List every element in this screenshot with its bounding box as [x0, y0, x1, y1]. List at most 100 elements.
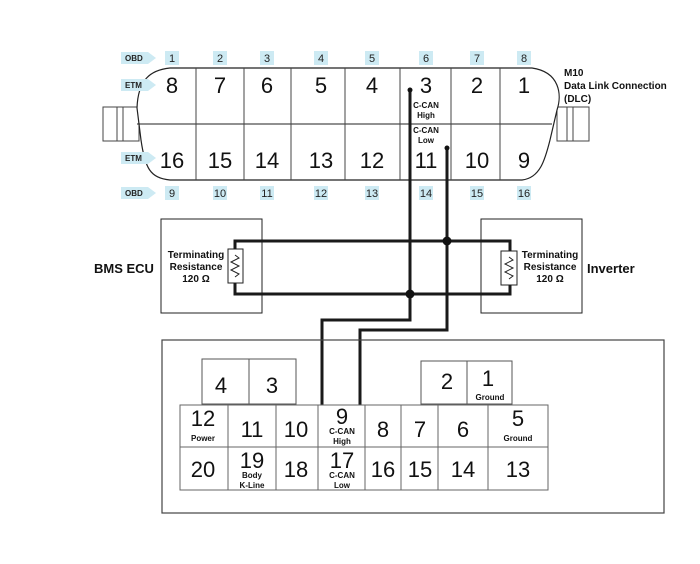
pin9-label: C-CAN — [329, 427, 355, 436]
obd-pin-number: 14 — [420, 188, 432, 200]
pin11-label: C-CAN — [413, 126, 439, 135]
connector2-frame — [161, 339, 665, 514]
conn2-pin-number: 6 — [457, 417, 469, 442]
conn2-pin-number: 1 — [482, 366, 494, 391]
conn2-pin-number: 9 — [336, 404, 348, 429]
dlc-pin3-dot — [407, 87, 413, 93]
connector2-top-left — [201, 358, 297, 405]
pin12-label: Power — [191, 434, 215, 443]
pin-tag-bg — [165, 186, 179, 200]
etm-pin-number: 8 — [166, 73, 178, 98]
obd-pin-number: 11 — [261, 188, 272, 200]
etm-tag-label: ETM — [125, 81, 142, 90]
conn2-pin-number: 18 — [284, 457, 308, 482]
pin-tag-bg — [470, 51, 484, 65]
conn2-pin-number: 8 — [377, 417, 389, 442]
dlc-connector — [102, 67, 590, 181]
resistor-icon — [500, 250, 518, 286]
obd-pin-number: 4 — [318, 53, 324, 65]
etm-arrow-top: ETM — [121, 79, 156, 91]
pin19-label: Body — [242, 471, 263, 480]
conn2-pin-number: 13 — [506, 457, 530, 482]
pin-tag-bg — [213, 186, 227, 200]
conn2-pin-number: 12 — [191, 406, 215, 431]
obd-tag-label: OBD — [125, 54, 143, 63]
bms-res-label: Resistance — [170, 262, 223, 273]
pin17-label: Low — [334, 481, 351, 490]
pin3-label: High — [417, 111, 435, 120]
conn2-pin-number: 20 — [191, 457, 215, 482]
obd-tag-label: OBD — [125, 189, 143, 198]
obd-pin-number: 9 — [169, 188, 175, 200]
pin-tag-bg — [365, 51, 379, 65]
dlc-left-latch — [102, 106, 140, 142]
dlc-title: (DLC) — [564, 94, 591, 105]
obd-pin-number: 8 — [521, 53, 527, 65]
pin-tag-bg — [517, 186, 531, 200]
dlc-pin11-dot — [444, 145, 450, 151]
etm-pin-number: 6 — [261, 73, 273, 98]
obd-pin-number: 5 — [369, 53, 375, 65]
obd-pin-number: 16 — [518, 188, 530, 200]
etm-pin-number: 15 — [208, 148, 232, 173]
inverter-res-label: Terminating — [522, 250, 578, 261]
bms-res-label: 120 Ω — [182, 274, 209, 285]
etm-tag-label: ETM — [125, 154, 142, 163]
pin-tag-bg — [470, 186, 484, 200]
etm-pin-number: 2 — [471, 73, 483, 98]
etm-pin-number: 14 — [255, 148, 279, 173]
wire-pin3-to-pin9 — [320, 90, 412, 440]
conn2-pin-number: 17 — [330, 448, 354, 473]
pin11-label: Low — [418, 136, 435, 145]
etm-pin-number: 10 — [465, 148, 489, 173]
etm-pin-number: 13 — [309, 148, 333, 173]
conn2-pin-number: 7 — [414, 417, 426, 442]
pin-tag-bg — [419, 51, 433, 65]
pin-tag-bg — [419, 186, 433, 200]
resistor-icon — [227, 248, 244, 284]
pin17-label: C-CAN — [329, 471, 355, 480]
junction-dot — [442, 236, 452, 246]
dlc-title: Data Link Connection — [564, 81, 667, 92]
etm-pin-number: 11 — [415, 148, 438, 173]
pin-tag-bg — [260, 51, 274, 65]
conn2-pin-number: 14 — [451, 457, 475, 482]
obd-arrow-top: OBD — [121, 52, 156, 64]
etm-pin-number: 7 — [214, 73, 226, 98]
etm-pin-number: 4 — [366, 73, 378, 98]
pin3-label: C-CAN — [413, 101, 439, 110]
conn2-pin-number: 2 — [441, 369, 453, 394]
conn2-pin-number: 19 — [240, 448, 264, 473]
inverter-label: Inverter — [587, 261, 635, 276]
conn2-pin-number: 5 — [512, 406, 524, 431]
bms-ecu-label: BMS ECU — [94, 261, 154, 276]
etm-pin-number: 12 — [360, 148, 384, 173]
bms-ecu-box — [160, 218, 263, 314]
pin-tag-bg — [165, 51, 179, 65]
pin5-label: Ground — [504, 434, 533, 443]
bms-res-label: Terminating — [168, 250, 224, 261]
conn2-pin-number: 4 — [215, 373, 227, 398]
connector2-main — [179, 404, 549, 491]
pin19-label: K-Line — [240, 481, 265, 490]
conn2-pin-number: 15 — [408, 457, 432, 482]
dlc-title: M10 — [564, 68, 584, 79]
etm-pin-number: 5 — [315, 73, 327, 98]
etm-arrow-bottom: ETM — [121, 152, 156, 164]
obd-pin-number: 3 — [264, 53, 270, 65]
obd-pin-number: 6 — [423, 53, 429, 65]
can-low-bus — [233, 239, 512, 251]
inverter-box — [480, 218, 583, 314]
obd-pin-number: 7 — [474, 53, 480, 65]
obd-arrow-bottom: OBD — [121, 187, 156, 199]
pin-tag-bg — [314, 186, 328, 200]
etm-pin-number: 9 — [518, 148, 530, 173]
pin-tag-bg — [213, 51, 227, 65]
etm-pin-number: 1 — [518, 73, 530, 98]
conn2-pin-number: 10 — [284, 417, 308, 442]
pin1-label: Ground — [476, 393, 505, 402]
pin-tag-bg — [260, 186, 274, 200]
pin9-label: High — [333, 437, 351, 446]
inverter-res-label: Resistance — [524, 262, 577, 273]
